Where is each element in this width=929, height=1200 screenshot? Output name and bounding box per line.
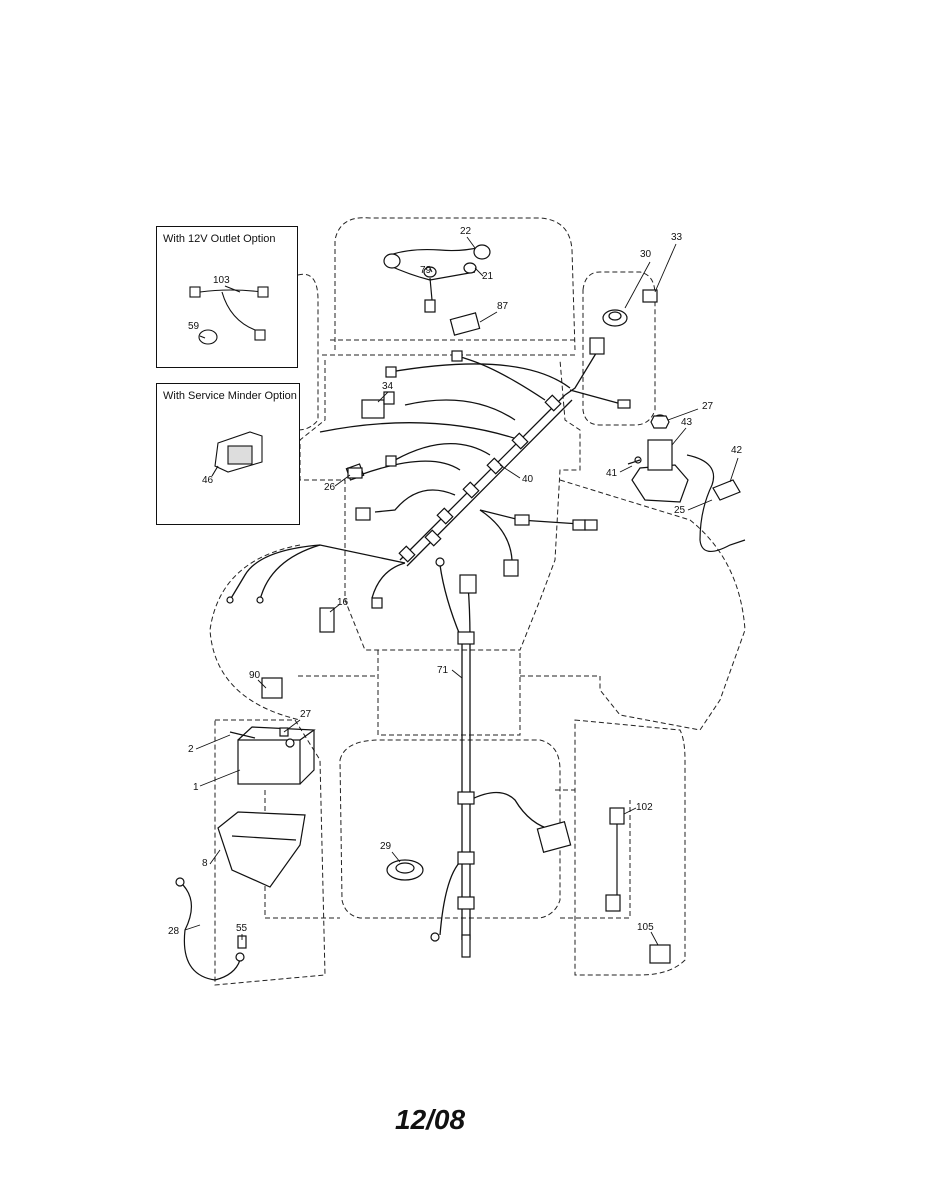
label-46: 46	[202, 475, 214, 486]
label-27-battery: 27	[300, 709, 312, 720]
label-33: 33	[671, 232, 683, 243]
label-26: 26	[324, 482, 336, 493]
label-8: 8	[202, 858, 208, 869]
outlet-option-title: With 12V Outlet Option	[163, 233, 276, 245]
harness-71	[439, 564, 554, 940]
harness-clips	[398, 394, 598, 910]
label-29: 29	[380, 841, 392, 852]
leader-lines	[184, 236, 739, 946]
label-27-top: 27	[702, 401, 714, 412]
label-22: 22	[460, 226, 472, 237]
label-59: 59	[188, 321, 200, 332]
label-40: 40	[522, 474, 534, 485]
label-103: 103	[213, 275, 230, 286]
label-71: 71	[437, 665, 449, 676]
outlet-option-box: With 12V Outlet Option	[156, 226, 298, 368]
components	[175, 244, 746, 981]
label-43: 43	[681, 417, 693, 428]
label-30: 30	[640, 249, 652, 260]
service-minder-title: With Service Minder Option	[163, 390, 297, 402]
label-1: 1	[193, 782, 199, 793]
label-34: 34	[382, 381, 394, 392]
label-90: 90	[249, 670, 261, 681]
label-102: 102	[636, 802, 653, 813]
label-55: 55	[236, 923, 248, 934]
label-21: 21	[482, 271, 494, 282]
service-minder-box: With Service Minder Option	[156, 383, 300, 525]
label-41: 41	[606, 468, 618, 479]
label-87: 87	[497, 301, 509, 312]
label-42: 42	[731, 445, 743, 456]
label-25: 25	[674, 505, 686, 516]
label-16: 16	[337, 597, 349, 608]
label-79: 79	[420, 265, 432, 276]
revision-date: 12/08	[395, 1104, 466, 1135]
label-2: 2	[188, 744, 194, 755]
label-28: 28	[168, 926, 180, 937]
label-105: 105	[637, 922, 654, 933]
